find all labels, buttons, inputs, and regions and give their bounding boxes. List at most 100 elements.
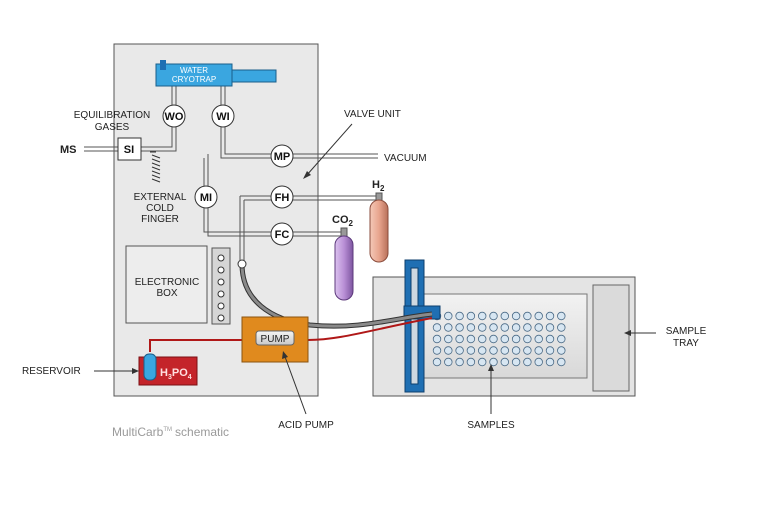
- valve-unit-label: VALVE UNIT: [344, 109, 401, 120]
- sample-vial: [466, 346, 476, 355]
- h2-cylinder[interactable]: [369, 199, 389, 263]
- valve-wi[interactable]: WI: [211, 104, 235, 128]
- valve-mi[interactable]: MI: [194, 185, 218, 209]
- sample-vial: [523, 323, 532, 332]
- cryotrap-arm: [231, 69, 277, 83]
- valve-fh-label: FH: [275, 192, 290, 204]
- gas-lines: [84, 80, 378, 262]
- sample-vial: [432, 323, 442, 332]
- valve-fh[interactable]: FH: [270, 185, 294, 209]
- sample-vial: [444, 346, 453, 355]
- transfer-tube-inner: [240, 263, 433, 328]
- cryotrap-label-2: CRYOTRAP: [172, 75, 216, 84]
- cold-finger-label-3: FINGER: [141, 214, 179, 225]
- sample-vial: [511, 357, 521, 367]
- sample-vial: [545, 323, 555, 332]
- reservoir-arrow: [132, 368, 139, 374]
- sample-vial: [466, 334, 476, 344]
- pump-body[interactable]: [255, 330, 295, 346]
- sample-vial: [478, 311, 487, 321]
- valve-unit-pointer: [305, 123, 353, 177]
- sample-tray-arrow: [624, 330, 631, 336]
- reservoir-bottle: [143, 353, 157, 381]
- sample-vial: [444, 334, 453, 344]
- cryotrap-label-1: WATER: [180, 66, 208, 75]
- sample-vial: [534, 346, 543, 355]
- valve-fc[interactable]: FC: [270, 222, 294, 246]
- sample-vial: [545, 346, 555, 355]
- sample-tray-panel: [592, 284, 630, 392]
- sample-vial: [455, 357, 464, 367]
- transfer-tube-connector: [237, 259, 247, 269]
- sample-vial: [489, 334, 498, 344]
- sample-vial: [500, 323, 509, 332]
- valve-wo-label: WO: [165, 111, 184, 123]
- sample-vial: [455, 323, 464, 332]
- sample-vial: [489, 357, 498, 367]
- samples-label: SAMPLES: [467, 420, 515, 431]
- sample-vial: [466, 311, 476, 321]
- sample-vial: [557, 346, 566, 355]
- valve-mi-label: MI: [200, 192, 212, 204]
- sample-vial: [478, 357, 487, 367]
- ms-label: MS: [60, 144, 77, 156]
- valve-wi-label: WI: [216, 111, 229, 123]
- co2-cylinder[interactable]: [334, 235, 354, 301]
- electronic-box-label-2: BOX: [156, 288, 177, 299]
- acid-label: H3PO4: [160, 367, 192, 381]
- sample-vial: [523, 346, 532, 355]
- connector-ports: [217, 254, 225, 322]
- autosampler-slot: [410, 267, 419, 385]
- acid-pump-arrow: [282, 351, 288, 359]
- sample-vial: [478, 323, 487, 332]
- cold-finger-coil: [150, 151, 161, 183]
- sample-vial: [557, 334, 566, 344]
- sample-vial: [444, 323, 453, 332]
- sample-vial: [511, 346, 521, 355]
- sample-vial: [500, 357, 509, 367]
- sample-vial: [455, 311, 464, 321]
- sample-vial: [432, 346, 442, 355]
- electronic-box-label-1: ELECTRONIC: [135, 277, 199, 288]
- sample-vial: [444, 357, 453, 367]
- valve-si[interactable]: SI: [117, 137, 142, 161]
- valve-wo[interactable]: WO: [162, 104, 186, 128]
- valve-fc-label: FC: [275, 229, 290, 241]
- sample-vial: [557, 323, 566, 332]
- valve-mp[interactable]: MP: [270, 144, 294, 168]
- cryotrap-cap: [160, 60, 166, 70]
- sample-vial: [478, 334, 487, 344]
- sample-vial: [557, 357, 566, 367]
- sample-vial: [545, 357, 555, 367]
- connector-strip: [211, 247, 231, 325]
- water-cryotrap: [155, 63, 233, 87]
- vacuum-label: VACUUM: [384, 153, 427, 164]
- h2-label: H2: [372, 179, 385, 193]
- cold-finger-label-2: COLD: [146, 203, 174, 214]
- acid-pump-label: ACID PUMP: [278, 420, 334, 431]
- sample-vial: [432, 334, 442, 344]
- sample-vial: [489, 311, 498, 321]
- sample-vial: [478, 346, 487, 355]
- sample-vial: [545, 311, 555, 321]
- acid-pump-pointer: [283, 353, 307, 415]
- sample-vial: [489, 346, 498, 355]
- sample-vial: [466, 323, 476, 332]
- sample-vial: [534, 311, 543, 321]
- sample-vial: [534, 334, 543, 344]
- electronic-box: [125, 245, 208, 324]
- equilibration-label-2: GASES: [95, 122, 130, 133]
- sample-vial: [523, 334, 532, 344]
- sample-vial: [500, 346, 509, 355]
- sample-grid: [432, 311, 566, 367]
- sample-vial: [455, 334, 464, 344]
- sample-vial: [534, 357, 543, 367]
- sample-tray-label-1: SAMPLE: [666, 326, 707, 337]
- sample-vial: [545, 334, 555, 344]
- sample-vial: [523, 311, 532, 321]
- sample-vial: [444, 311, 453, 321]
- sample-tray-label-2: TRAY: [673, 338, 699, 349]
- valve-si-label: SI: [124, 144, 134, 156]
- sample-vial: [466, 357, 476, 367]
